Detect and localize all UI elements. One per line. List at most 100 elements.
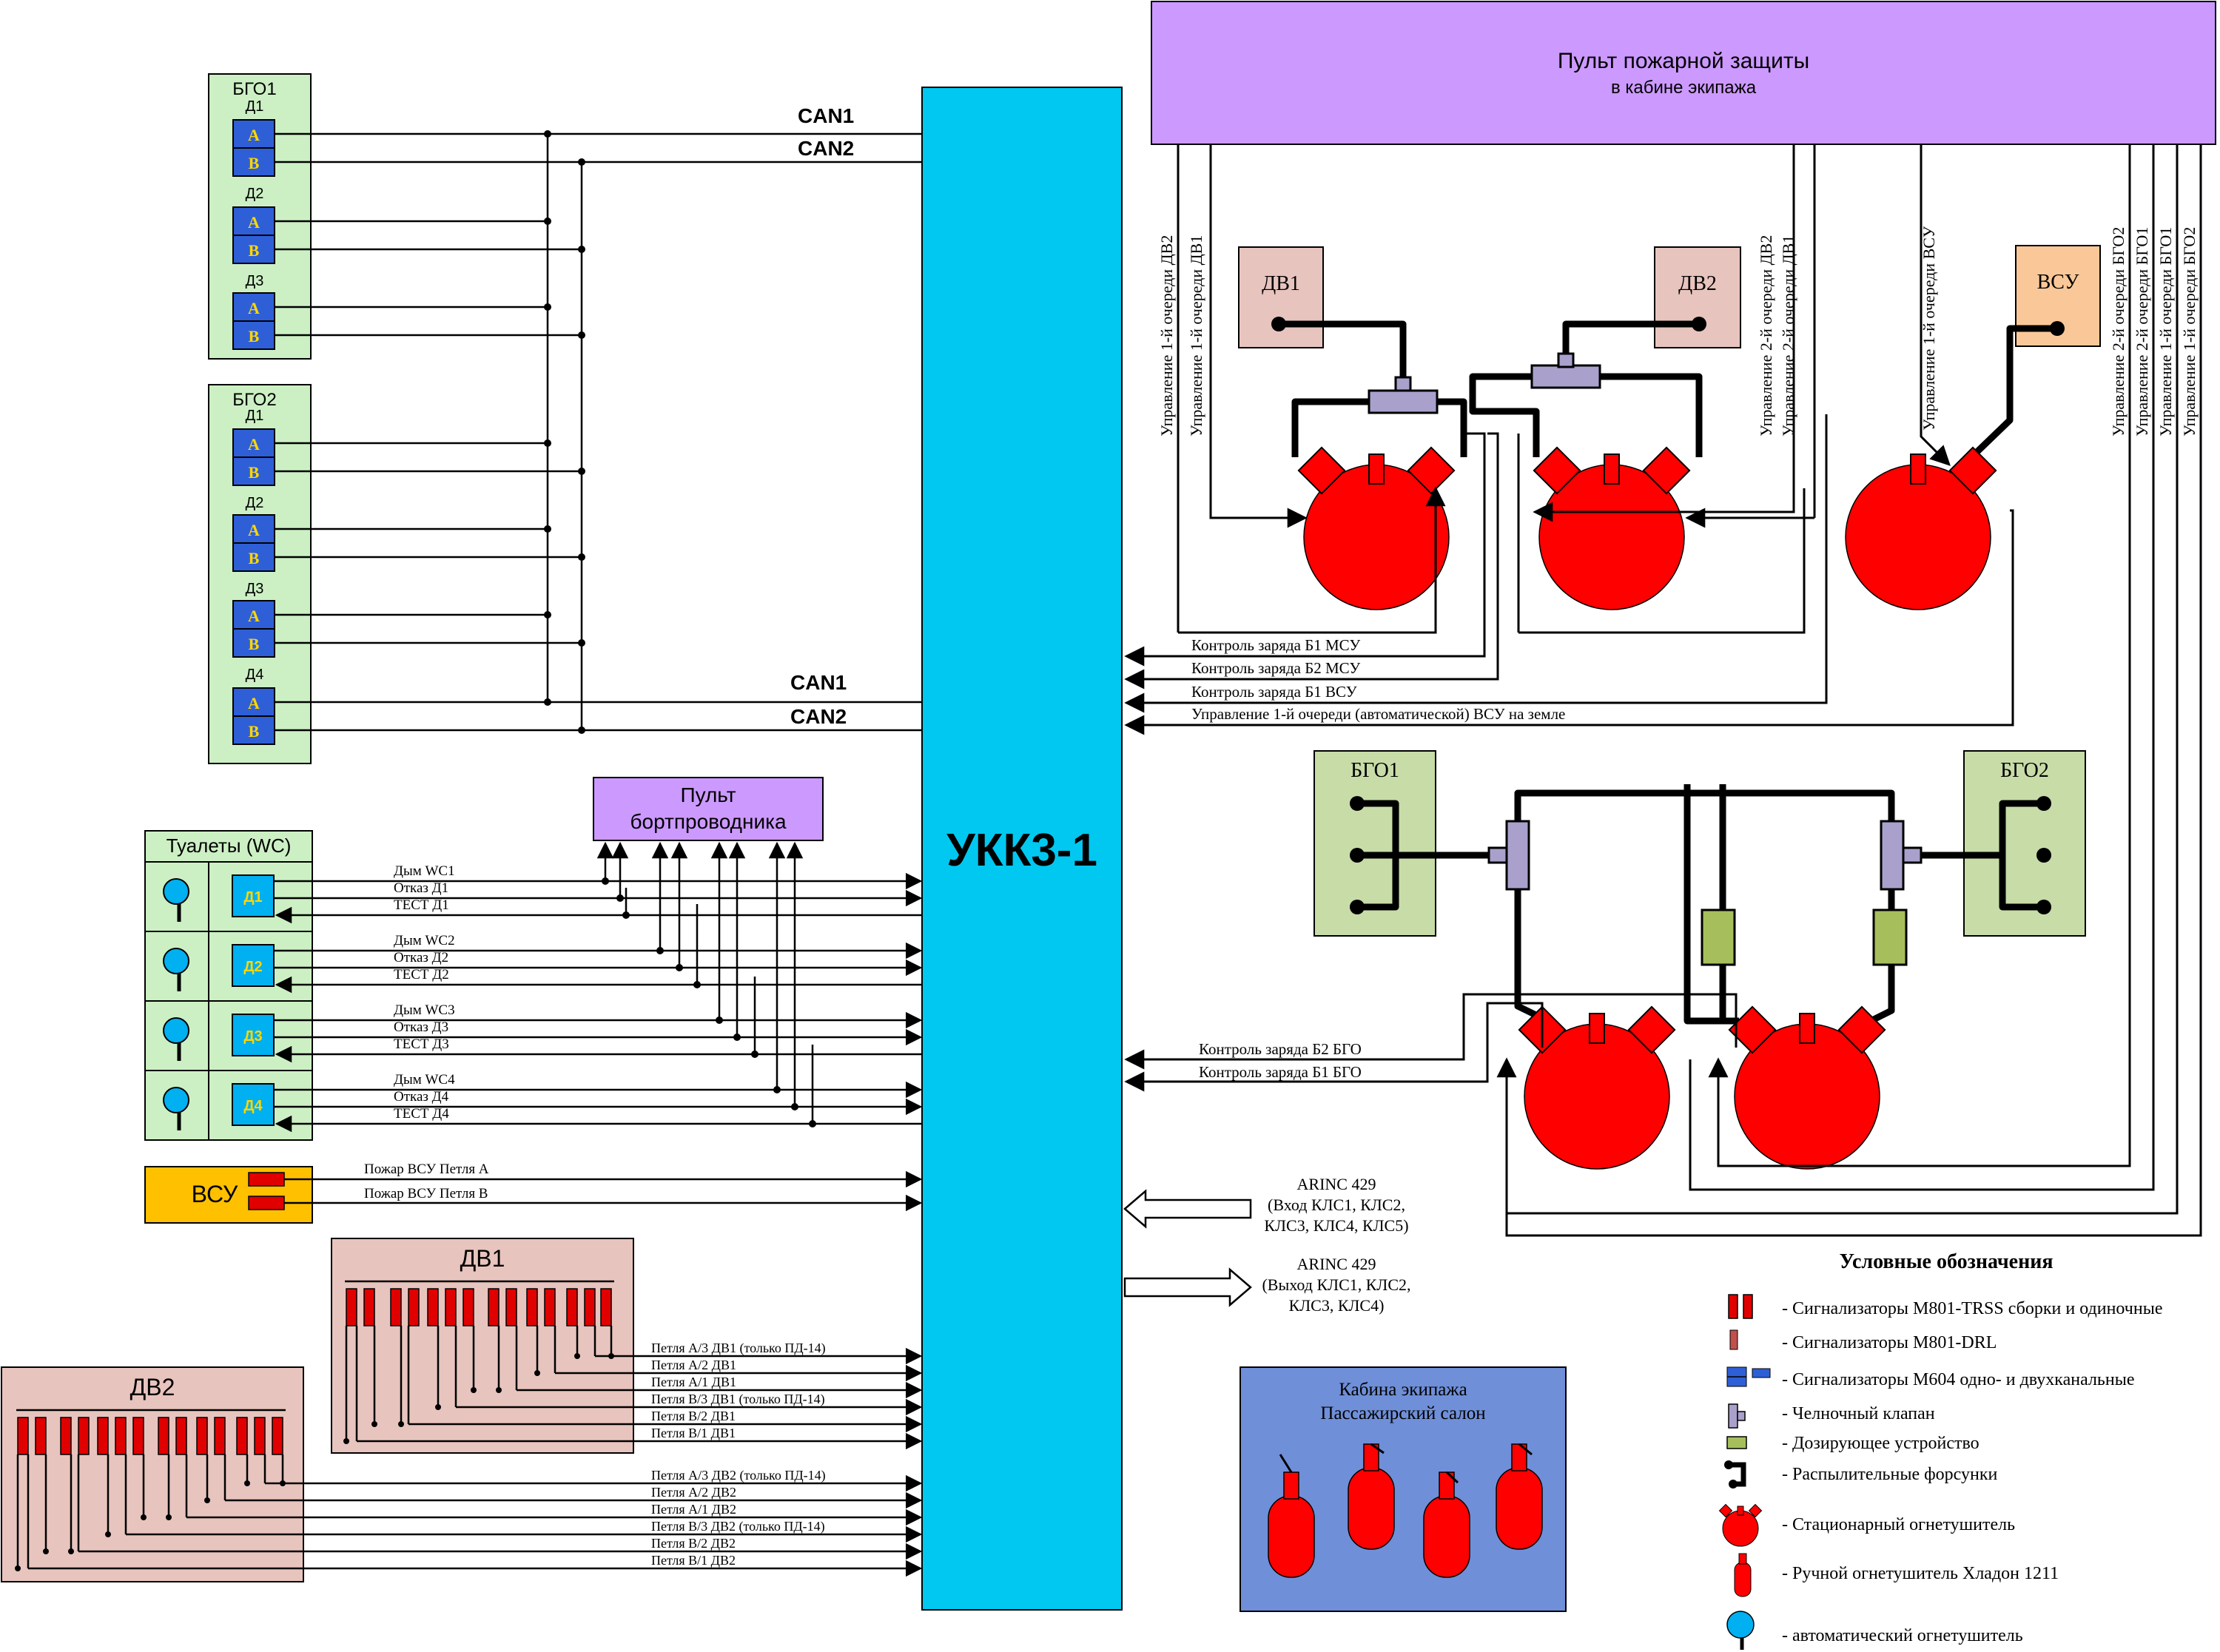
- dv2-loop-label: Петля А/3 ДВ2 (только ПД-14): [651, 1468, 826, 1483]
- legend-item: - Сигнализаторы М604 одно- и двухканальн…: [1782, 1370, 2134, 1389]
- hand-extinguisher-icon: [1268, 1454, 1315, 1578]
- attendant-panel: [593, 777, 824, 841]
- wc-d2-label: Д2: [243, 959, 262, 975]
- sensor-icon: [35, 1417, 47, 1455]
- stationary-extinguisher-3: [1845, 446, 1997, 610]
- bgo1-d3-a-label: A: [248, 299, 260, 317]
- wc-detector-d4: [232, 1083, 275, 1126]
- wc3-fail-label: Отказ Д3: [394, 1019, 448, 1035]
- sensor-icon: [214, 1417, 226, 1455]
- engine-dv1-box: [1238, 246, 1324, 348]
- dv1-box-title: ДВ1: [460, 1245, 505, 1272]
- metering-device-icon: [1872, 908, 1908, 966]
- dv2-loop-label: Петля В/2 ДВ2: [651, 1536, 736, 1551]
- wc-row-3: Д3: [163, 1014, 275, 1061]
- dv1-loop-wires: [343, 1326, 923, 1450]
- can-bus-wiring: [275, 130, 922, 734]
- sensor-icon: [158, 1417, 169, 1455]
- wc4-smoke-label: Дым WC4: [394, 1072, 455, 1088]
- bgo2-d2-b-label: B: [249, 549, 260, 567]
- sensor-icon: [566, 1288, 578, 1326]
- stationary-extinguisher-icon: [1718, 1503, 1763, 1547]
- arinc-output-arrow: [1123, 1267, 1252, 1307]
- sensor-icon: [346, 1288, 357, 1326]
- bgo1-d2-a-label: A: [248, 213, 260, 232]
- sensor-icon: [390, 1288, 402, 1326]
- control-signal-label: Контроль заряда Б2 МСУ: [1191, 659, 1360, 677]
- sensor-icon: [78, 1417, 90, 1455]
- control-signal-labels: Контроль заряда Б1 МСУ Контроль заряда Б…: [1191, 636, 1565, 723]
- engine-dv2-box: [1654, 246, 1741, 348]
- sensor-icon: [445, 1288, 457, 1326]
- cargo-control-wires: [1124, 144, 2202, 1237]
- control-signal-label: Управление 1-й очереди (автоматической) …: [1191, 705, 1565, 723]
- sensor-icon: [132, 1417, 144, 1455]
- legend-item: - автоматический огнетушитель: [1782, 1626, 2023, 1645]
- bgo2-d1-a: [232, 428, 275, 458]
- metering-device-icon: [1701, 908, 1736, 966]
- nozzle-icon: [2036, 848, 2051, 863]
- bgo2-d3-a: [232, 600, 275, 630]
- sensor-icon: [408, 1288, 420, 1326]
- bgo2-d3-a-label: A: [248, 607, 260, 625]
- sensor-icon: [427, 1288, 439, 1326]
- can2-top: CAN2: [798, 137, 854, 160]
- legend-item: - Распылительные форсунки: [1782, 1465, 1998, 1484]
- trss-sensor-icon: [1728, 1294, 1738, 1319]
- wc3-test-label: ТЕСТ Д3: [394, 1036, 449, 1052]
- sensor-icon: [97, 1417, 109, 1455]
- bgo1-title: БГО1: [232, 79, 276, 99]
- dv2-loop-label: Петля А/2 ДВ2: [651, 1485, 736, 1500]
- bgo1-d2-b: [232, 235, 275, 264]
- vertical-label: Управление 1-й очереди БГО2: [2180, 227, 2199, 436]
- hand-extinguisher-icon: [1348, 1443, 1395, 1550]
- auto-extinguisher-icon: [163, 878, 189, 905]
- vsu-loop-a-label: Пожар ВСУ Петля A: [364, 1162, 489, 1177]
- legend: Условные обозначения - Сигнализаторы М80…: [1718, 1250, 2163, 1650]
- dv2-box-title: ДВ2: [130, 1374, 175, 1400]
- dv1-loop-label: Петля В/2 ДВ1: [651, 1409, 736, 1423]
- bgo2-d4-b: [232, 715, 275, 745]
- bgo1-d3-a: [232, 292, 275, 322]
- sensor-icon: [462, 1288, 474, 1326]
- bgo1-d1-b-label: B: [249, 154, 260, 172]
- bgo2-d2-label: Д2: [246, 495, 264, 511]
- cargo-bgo2-label: БГО2: [2000, 759, 2049, 782]
- bgo2-d2-b: [232, 542, 275, 572]
- vertical-label: Управление 2-й очереди БГО1: [2133, 227, 2151, 436]
- stationary-extinguisher-2: [1533, 446, 1691, 610]
- bgo1-d3-b-label: B: [249, 327, 260, 345]
- bgo2-d1-b: [232, 456, 275, 486]
- cargo-charge-b1-label: Контроль заряда Б1 БГО: [1199, 1063, 1362, 1081]
- can2-bottom: CAN2: [790, 705, 847, 728]
- sensor-icon: [488, 1288, 500, 1326]
- cargo-bgo1-label: БГО1: [1350, 759, 1399, 782]
- dv1-sensors: [345, 1280, 614, 1326]
- wc-detector-d3: [232, 1014, 275, 1056]
- shuttle-valve-icon: [1505, 820, 1530, 891]
- bgo2-d3-label: Д3: [246, 581, 264, 597]
- cabin-line2: Пассажирский салон: [1320, 1403, 1485, 1423]
- dv2-sensors: [16, 1409, 286, 1455]
- bgo1-sensors: Д1 A B Д2 A B Д3 A B: [232, 98, 275, 350]
- bgo2-title: БГО2: [232, 390, 276, 410]
- dv1-loop-label: Петля А/1 ДВ1: [651, 1375, 736, 1389]
- can1-bottom: CAN1: [790, 671, 847, 694]
- bgo2-d1-a-label: A: [248, 435, 260, 454]
- arinc-in-line3: КЛС3, КЛС4, КЛС5): [1264, 1216, 1408, 1235]
- wc2-smoke-label: Дым WC2: [394, 933, 455, 948]
- cargo-pipes: [1350, 784, 2051, 1028]
- stationary-extinguisher-1: [1297, 446, 1456, 610]
- bgo1-d1-b: [232, 147, 275, 177]
- bgo2-d3-b-label: B: [249, 635, 260, 653]
- vsu-box-label: ВСУ: [192, 1181, 238, 1207]
- drl-sensor-icon: [1729, 1329, 1738, 1350]
- attendant-panel-line2: бортпроводника: [630, 810, 787, 833]
- hand-extinguisher-icon: [1496, 1443, 1543, 1550]
- wc-d3-label: Д3: [243, 1028, 262, 1045]
- legend-item: - Стационарный огнетушитель: [1782, 1515, 2015, 1534]
- sensor-icon: [544, 1288, 556, 1326]
- legend-item: - Челночный клапан: [1782, 1404, 1935, 1423]
- wc4-fail-label: Отказ Д4: [394, 1089, 449, 1105]
